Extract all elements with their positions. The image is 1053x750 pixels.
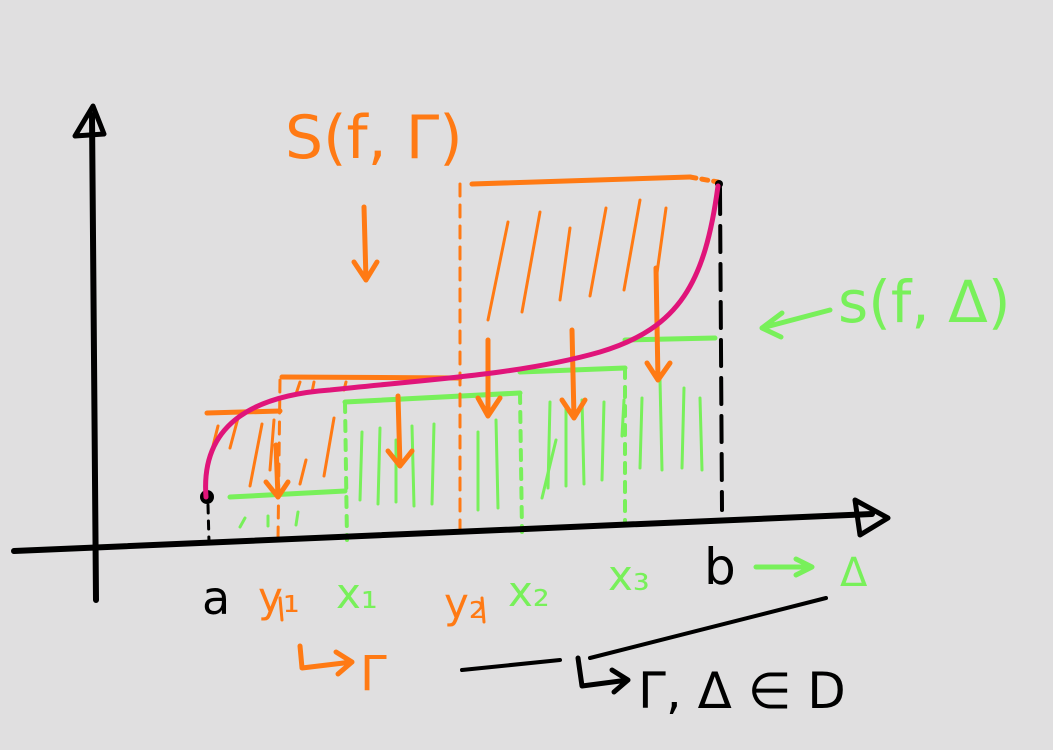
upper-step-3 — [469, 174, 693, 187]
label-b: b — [704, 538, 736, 596]
label-x3: x₃ — [608, 551, 650, 600]
to-delta-arrow — [753, 556, 815, 578]
to-conclusion-arrow — [575, 655, 631, 695]
upper-step-3b — [687, 174, 721, 185]
lower-sum-arrow — [759, 307, 833, 340]
label-y2: y₂ — [444, 579, 486, 628]
y-axis-arrowhead — [72, 103, 107, 139]
label-a: a — [202, 571, 230, 625]
y-axis — [89, 112, 99, 603]
endpoint-markers — [206, 186, 724, 544]
lower-step-1 — [227, 488, 348, 500]
bottom-brackets — [460, 596, 828, 672]
bracket-line-1 — [460, 658, 562, 672]
upper-to-lower-arrows — [263, 204, 673, 500]
label-y1: y₁ — [258, 573, 300, 622]
upper-sum-partition-lines — [276, 182, 462, 542]
to-gamma-arrow — [297, 643, 355, 677]
label-delta: Δ — [840, 550, 868, 596]
b-dashed-line — [718, 186, 724, 512]
function-curve — [203, 183, 721, 500]
label-x1: x₁ — [336, 569, 378, 618]
lower-sum-label: s(f, Δ) — [838, 268, 1010, 336]
lower-step-2 — [342, 390, 523, 405]
x-axis-arrowhead — [852, 497, 891, 538]
axes — [11, 103, 891, 603]
lower-sum-pointer — [753, 307, 833, 578]
partition-line-x2 — [518, 391, 524, 534]
x-axis — [11, 511, 875, 554]
bracket-line-2 — [588, 596, 828, 660]
label-x2: x₂ — [508, 567, 550, 616]
upper-sum-hatching — [210, 198, 668, 488]
lower-sum-partition-lines — [343, 366, 627, 542]
partition-line-y1 — [276, 378, 282, 542]
upper-sum-label: S(f, Γ) — [285, 103, 463, 173]
lower-sum-hatching — [238, 378, 704, 529]
upper-partition-ticks — [278, 596, 486, 624]
lower-step-4 — [622, 335, 718, 343]
partition-line-x1 — [343, 400, 349, 542]
conclusion-label: Γ, Δ ∈ D — [638, 662, 846, 720]
a-dashed-line — [206, 503, 211, 544]
label-gamma: Γ — [360, 646, 387, 702]
